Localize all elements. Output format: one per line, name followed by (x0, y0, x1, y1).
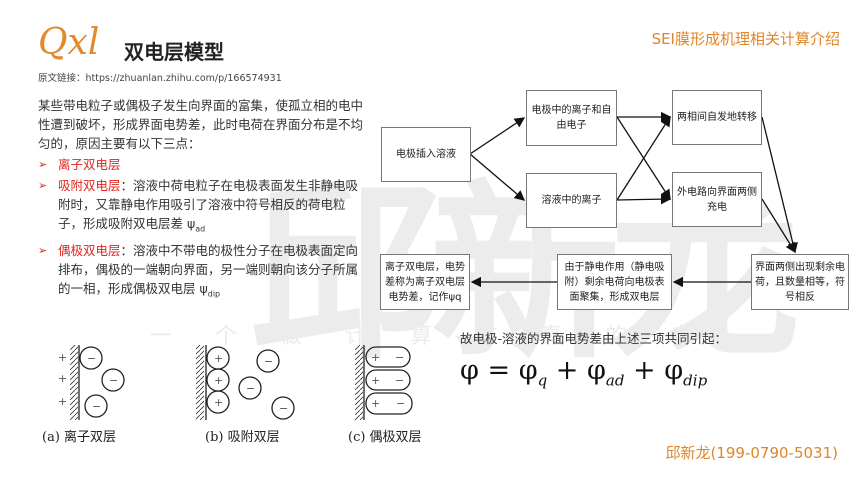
double-layer-diagrams: +++ −−− +++ −−− +− +− +− (58, 345, 413, 420)
diagram-dipole-layer: + − + − + − (355, 345, 413, 420)
svg-text:+: + (58, 395, 67, 408)
svg-text:−: − (395, 374, 404, 387)
arrow-bullet-icon: ➢ (38, 243, 48, 257)
formula-sub: ad (605, 371, 625, 390)
flow-box-spontaneous: 两相间自发地转移 (672, 90, 762, 145)
conclusion-note: 故电极-溶液的界面电势差由上述三项共同引起： (460, 331, 728, 346)
svg-text:+: + (58, 351, 67, 364)
formula-part: φ = φ (460, 355, 538, 386)
svg-text:+: + (371, 351, 380, 364)
arrow-bullet-icon: ➢ (38, 158, 48, 171)
formula-sub: dip (683, 371, 708, 390)
bullet-ionic: ➢ 离子双电层 (38, 155, 363, 174)
caption-ionic: (a) 离子双层 (42, 430, 117, 445)
flow-box-start: 电极插入溶液 (381, 127, 471, 182)
svg-text:+: + (214, 396, 223, 409)
series-title: SEI膜形成机理相关计算介绍 (651, 30, 840, 48)
bullet-text: ：溶液中不带电的极性分子在电极表面定向排布，偶极的一端朝向界面，另一端则朝向该分… (58, 242, 359, 296)
watermark-subtitle: 一 个 做 计 算 仿 真 的 自 (150, 324, 710, 349)
diagram-adsorption-layer: + + + − − − (196, 345, 295, 420)
caption-dipole: (c) 偶极双层 (348, 430, 422, 445)
flow-box-gather: 由于静电作用（静电吸附）剩余电荷向电极表面聚集，形成双电层 (557, 254, 672, 310)
flow-box-external: 外电路向界面两侧充电 (672, 172, 762, 227)
potential-formula: φ = φq + φad + φdip (460, 355, 707, 389)
subscript: dip (207, 289, 221, 298)
formula-part: + φ (624, 355, 684, 386)
diagram-ionic-layer: +++ −−− (58, 345, 125, 420)
svg-text:−: − (396, 397, 405, 410)
flow-box-electrode-ions: 电极中的离子和自由电子 (526, 90, 617, 146)
svg-text:−: − (395, 351, 404, 364)
formula-part: + φ (547, 355, 606, 386)
svg-text:−: − (279, 402, 288, 415)
page-title: 双电层模型 (124, 40, 224, 64)
source-link[interactable]: 原文链接：https://zhuanlan.zhihu.com/p/166574… (38, 73, 282, 84)
bullet-term: 离子双电层 (58, 157, 121, 172)
svg-text:−: − (92, 400, 101, 413)
flow-box-result: 离子双电层，电势差称为离子双电层电势差，记作ψq (380, 254, 470, 310)
bullet-dipole: ➢ 偶极双电层：溶液中不带电的极性分子在电极表面定向排布，偶极的一端朝向界面，另一… (38, 241, 363, 304)
body-text: 某些带电粒子或偶极子发生向界面的富集，使孤立相的电中性遭到破坏，形成界面电势差，… (38, 96, 363, 303)
arrow-bullet-icon: ➢ (38, 179, 48, 192)
flow-box-excess: 界面两侧出现剩余电荷，且数量相等，符号相反 (751, 254, 849, 310)
subscript: ad (195, 224, 206, 234)
svg-text:+: + (371, 374, 380, 387)
logo: Qxl (38, 22, 100, 63)
caption-adsorption: (b) 吸附双层 (205, 430, 280, 445)
intro-paragraph: 某些带电粒子或偶极子发生向界面的富集，使孤立相的电中性遭到破坏，形成界面电势差，… (38, 98, 364, 151)
bullet-term: 偶极双电层 (58, 242, 121, 258)
formula-sub: q (537, 371, 548, 390)
bullet-adsorption: ➢ 吸附双电层：溶液中荷电粒子在电极表面发生非静电吸附时，又靠静电作用吸引了溶液中… (38, 176, 363, 239)
svg-text:+: + (214, 374, 223, 387)
bullet-text: ：溶液中荷电粒子在电极表面发生非静电吸附时，又靠静电作用吸引了溶液中符号相反的荷… (58, 178, 359, 231)
svg-text:+: + (214, 352, 223, 365)
svg-text:+: + (371, 397, 380, 410)
bullet-term: 吸附双电层 (58, 178, 121, 193)
svg-text:−: − (87, 352, 96, 365)
svg-text:−: − (264, 355, 273, 368)
svg-text:−: − (109, 374, 118, 387)
contact-info: 邱新龙(199-0790-5031) (665, 444, 838, 462)
svg-text:+: + (58, 372, 67, 385)
svg-text:−: − (246, 382, 255, 395)
flow-box-solution-ions: 溶液中的离子 (526, 173, 617, 228)
